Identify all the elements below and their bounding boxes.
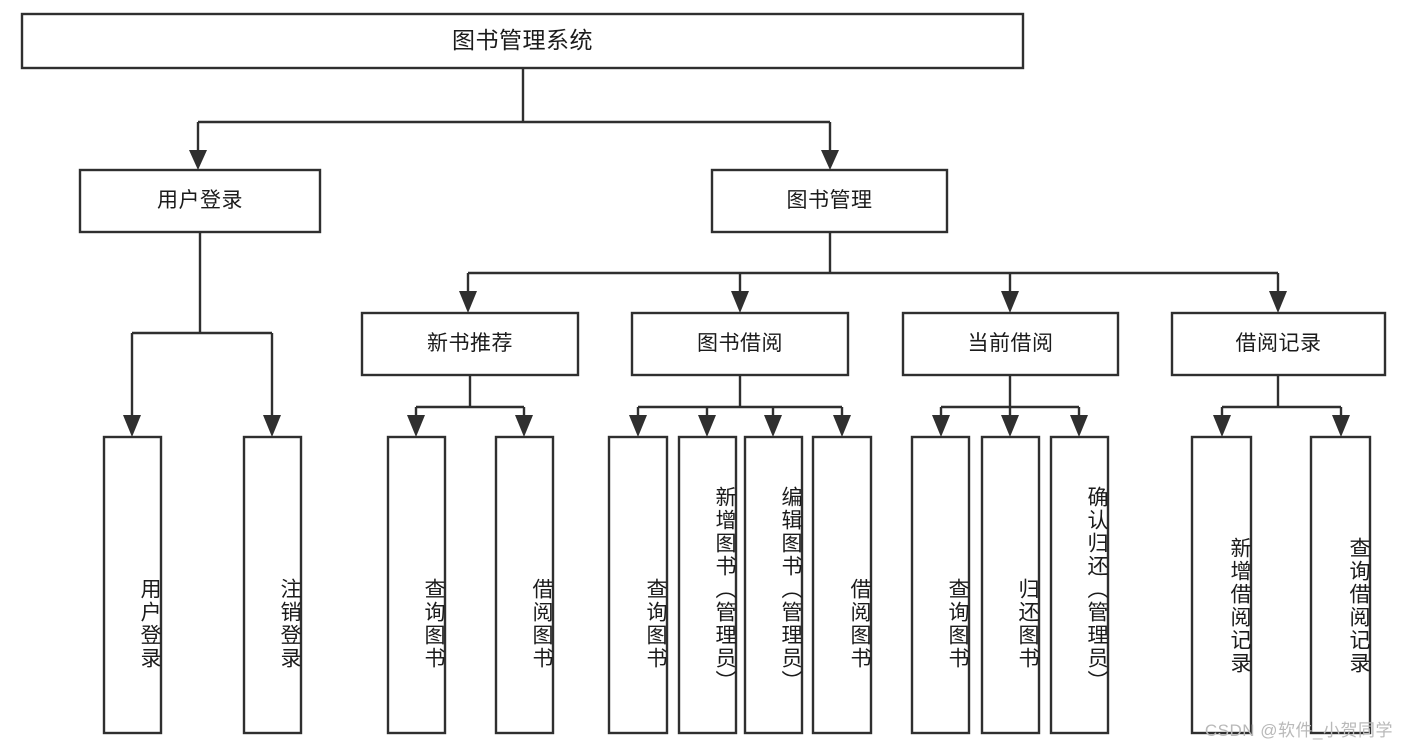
node-box-leaf-add-record[interactable] xyxy=(1190,435,1253,735)
node-box-leaf-user-login[interactable] xyxy=(102,435,163,735)
arrow-head-leaf-user-login xyxy=(123,415,141,437)
arrow-head-book-borrow xyxy=(731,291,749,313)
arrow-head-leaf-return-book xyxy=(1001,415,1019,437)
node-box-leaf-add-book[interactable] xyxy=(677,435,738,735)
arrow-head-leaf-query-book-1 xyxy=(407,415,425,437)
node-box-book-borrow[interactable] xyxy=(630,311,850,377)
node-box-leaf-edit-book[interactable] xyxy=(743,435,804,735)
node-box-leaf-query-book-3[interactable] xyxy=(910,435,971,735)
node-box-new-book-rec[interactable] xyxy=(360,311,580,377)
arrow-head-user-login xyxy=(189,150,207,170)
node-box-leaf-logout[interactable] xyxy=(242,435,303,735)
node-box-leaf-query-book-1[interactable] xyxy=(386,435,447,735)
arrow-head-leaf-query-book-3 xyxy=(932,415,950,437)
arrow-head-leaf-borrow-book-2 xyxy=(833,415,851,437)
arrow-head-borrow-record xyxy=(1269,291,1287,313)
node-box-user-login[interactable] xyxy=(78,168,322,234)
node-box-borrow-record[interactable] xyxy=(1170,311,1387,377)
node-box-leaf-query-book-2[interactable] xyxy=(607,435,669,735)
arrow-head-leaf-logout xyxy=(263,415,281,437)
arrow-head-leaf-query-record xyxy=(1332,415,1350,437)
arrow-head-new-book-rec xyxy=(459,291,477,313)
arrow-head-leaf-borrow-book-1 xyxy=(515,415,533,437)
node-box-root[interactable] xyxy=(20,12,1025,70)
arrow-head-leaf-add-book xyxy=(698,415,716,437)
node-box-current-borrow[interactable] xyxy=(901,311,1120,377)
node-box-leaf-query-record[interactable] xyxy=(1309,435,1372,735)
arrow-head-leaf-edit-book xyxy=(764,415,782,437)
node-box-leaf-borrow-book-2[interactable] xyxy=(811,435,873,735)
node-box-book-mgmt[interactable] xyxy=(710,168,949,234)
arrow-head-leaf-add-record xyxy=(1213,415,1231,437)
node-box-leaf-borrow-book-1[interactable] xyxy=(494,435,555,735)
node-box-leaf-confirm-return[interactable] xyxy=(1049,435,1110,735)
arrow-head-leaf-confirm-return xyxy=(1070,415,1088,437)
node-box-leaf-return-book[interactable] xyxy=(980,435,1041,735)
arrow-head-book-mgmt xyxy=(821,150,839,170)
arrow-head-current-borrow xyxy=(1001,291,1019,313)
arrow-head-leaf-query-book-2 xyxy=(629,415,647,437)
